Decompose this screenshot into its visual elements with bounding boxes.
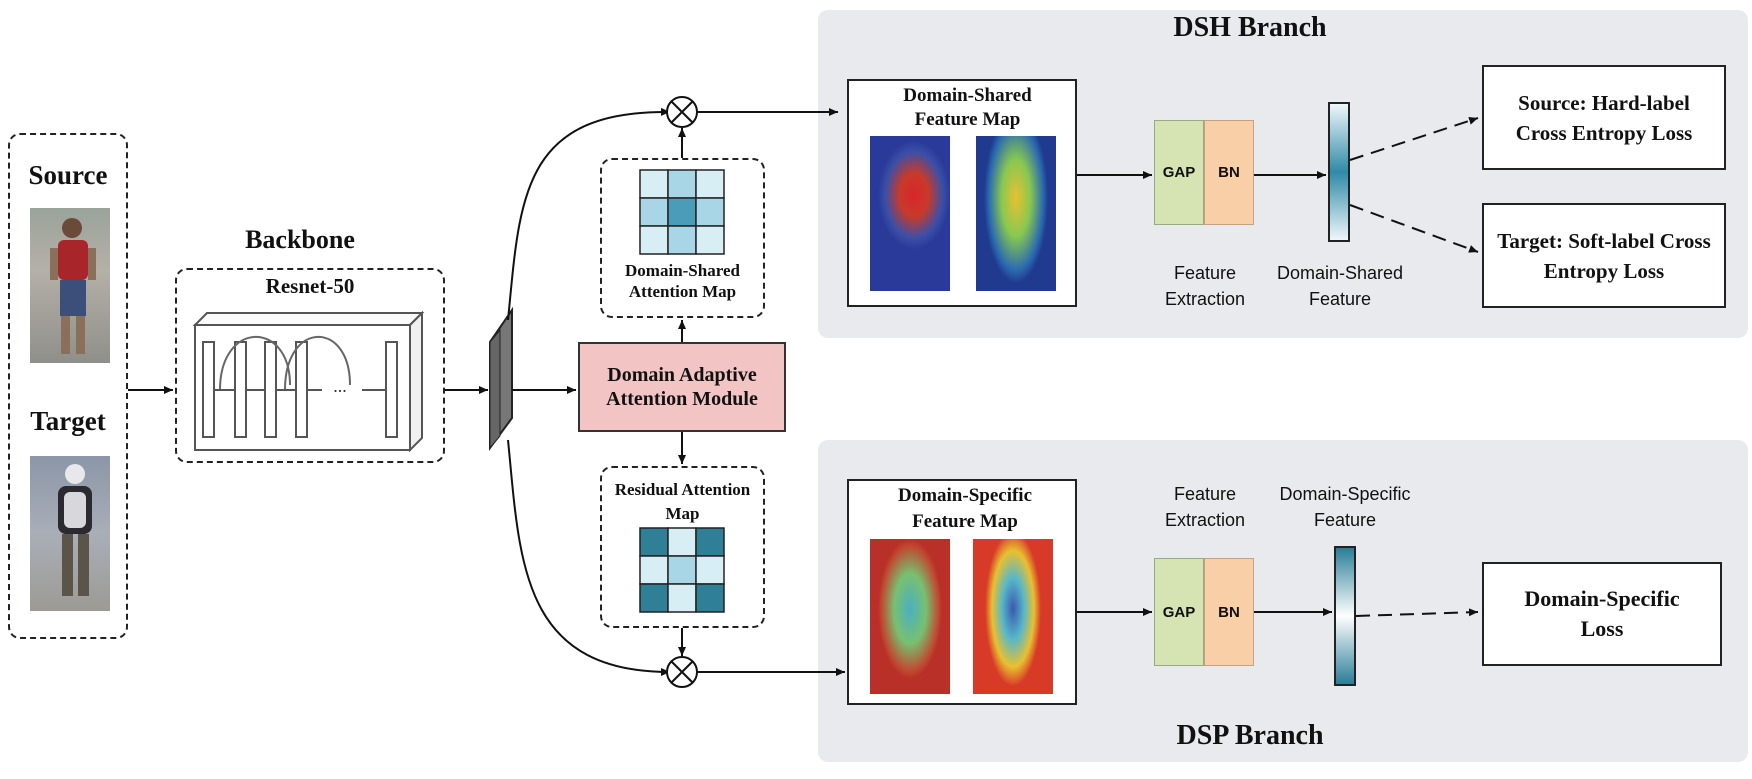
backbone-title: Backbone (245, 225, 355, 254)
residual-attention-cell (695, 555, 725, 585)
dsh-feature-bar (1328, 102, 1350, 242)
dsp-source-heatmap (870, 539, 950, 694)
dsh-branch-title: DSH Branch (1173, 12, 1327, 43)
dsp-feature-extraction-label: Feature Extraction (1164, 484, 1246, 530)
residual-attention-cell (667, 555, 697, 585)
dsp-target-heatmap (973, 539, 1053, 694)
residual-attention-cell (639, 583, 669, 613)
shared-attention-map-label: Domain-Shared Attention Map (625, 261, 740, 301)
source-person-image (30, 208, 110, 363)
residual-attention-map-box (600, 466, 765, 628)
shared-attention-cell (639, 197, 669, 227)
dsp-branch-title: DSP Branch (1176, 720, 1324, 751)
dsh-source-heatmap (870, 136, 950, 291)
dsh-target-heatmap (976, 136, 1056, 291)
resnet-block-icon (192, 310, 425, 453)
residual-attention-cell (667, 527, 697, 557)
dsh-feature-map-label: Domain-Shared Feature Map (903, 85, 1032, 130)
residual-attention-cell (695, 527, 725, 557)
shared-attention-cell (667, 197, 697, 227)
dsp-bn-block: BN (1204, 558, 1254, 666)
residual-attention-map-label: Residual Attention Map (614, 480, 751, 523)
shared-attention-cell (667, 169, 697, 199)
domain-specific-loss-box: Domain-Specific Loss (1482, 562, 1722, 666)
residual-attention-grid (639, 527, 725, 613)
residual-attention-cell (639, 555, 669, 585)
shared-attention-cell (695, 169, 725, 199)
dsh-feature-label: Domain-Shared Feature (1276, 263, 1404, 309)
shared-attention-cell (667, 225, 697, 255)
multiply-node-top (666, 96, 698, 128)
backbone-box (175, 268, 445, 463)
dsh-feature-extraction-label: Feature Extraction (1164, 263, 1246, 309)
shared-attention-cell (639, 225, 669, 255)
shared-attention-cell (695, 225, 725, 255)
target-loss-box: Target: Soft-label Cross Entropy Loss (1482, 203, 1726, 308)
dsh-bn-block: BN (1204, 120, 1254, 225)
residual-attention-cell (667, 583, 697, 613)
source-label: Source (28, 160, 108, 190)
dsp-gap-block: GAP (1154, 558, 1204, 666)
resnet-ellipsis: ... (333, 376, 347, 396)
shared-attention-cell (695, 197, 725, 227)
shared-attention-map-box (600, 158, 765, 318)
source-loss-box: Source: Hard-label Cross Entropy Loss (1482, 65, 1726, 170)
multiply-node-bottom (666, 656, 698, 688)
shared-attention-cell (639, 169, 669, 199)
dsp-feature-bar (1334, 546, 1356, 686)
residual-attention-cell (639, 527, 669, 557)
shared-attention-grid (639, 169, 725, 255)
residual-attention-cell (695, 583, 725, 613)
feature-tensor-icon (489, 306, 513, 452)
domain-adaptive-attention-module: Domain Adaptive Attention Module (578, 342, 786, 432)
input-images-box (8, 133, 128, 639)
dsp-feature-label: Domain-Specific Feature (1279, 484, 1411, 530)
dsp-feature-map-label: Domain-Specific Feature Map (897, 485, 1033, 532)
dsh-gap-block: GAP (1154, 120, 1204, 225)
target-person-image (30, 456, 110, 611)
backbone-network-label: Resnet-50 (265, 274, 355, 298)
target-label: Target (30, 406, 106, 436)
